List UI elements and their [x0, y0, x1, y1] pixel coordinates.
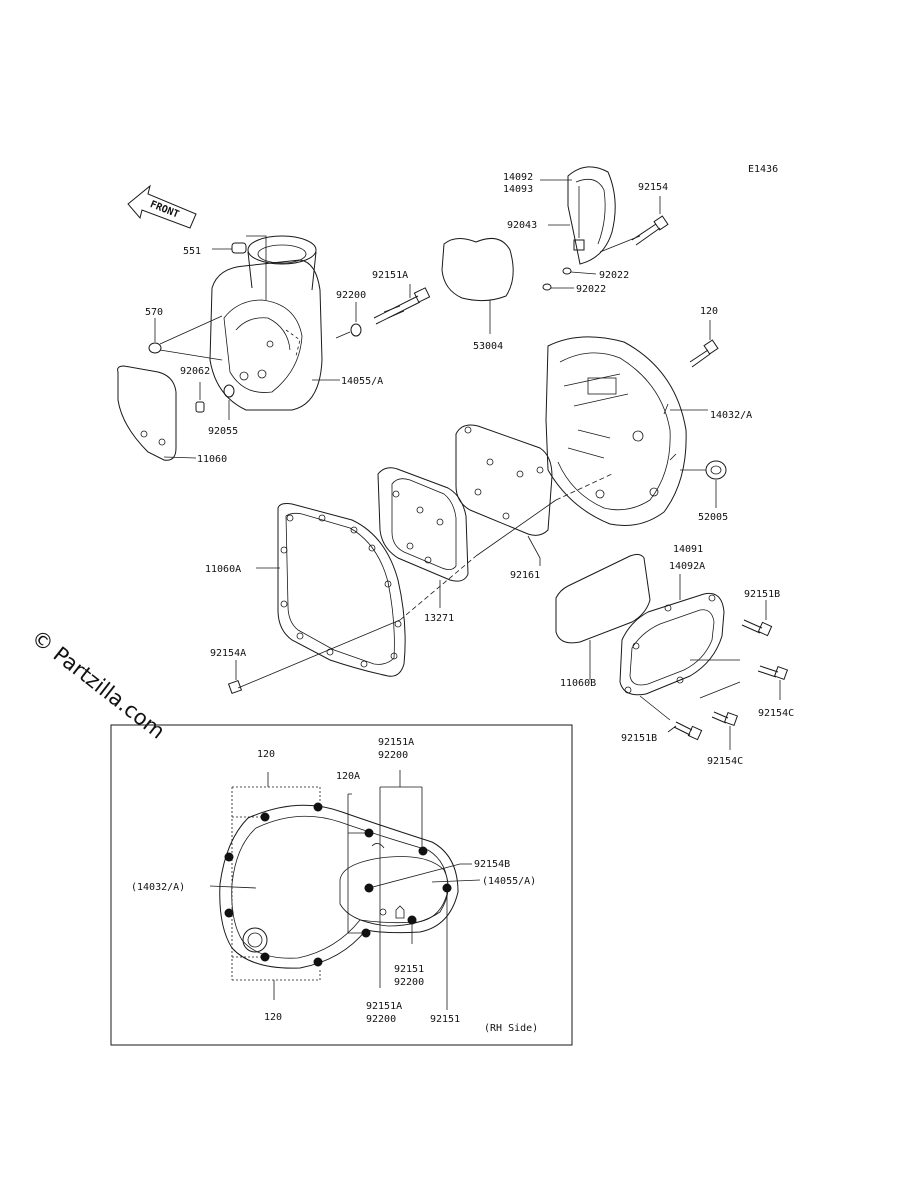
gasket-11060b — [555, 553, 651, 680]
label-13271: 13271 — [424, 613, 454, 624]
oil-seal-52005 — [680, 460, 727, 508]
inset-label-14032a: (14032/A) — [131, 882, 185, 893]
label-14055a: 14055/A — [341, 376, 383, 387]
inset-title: (RH Side) — [484, 1023, 538, 1034]
cover-14092-14093 — [540, 166, 616, 265]
plate-92161 — [455, 424, 553, 566]
label-120: 120 — [700, 306, 718, 317]
label-14092: 14092 — [503, 172, 533, 183]
inset-label-92151a-bot: 92151A — [366, 1001, 402, 1012]
label-92151b-upper: 92151B — [744, 589, 780, 600]
label-11060b: 11060B — [560, 678, 596, 689]
inset-label-92151-mid: 92151 — [394, 964, 424, 975]
bolt-92154c-lower — [711, 711, 739, 750]
inset-label-92200-top: 92200 — [378, 750, 408, 761]
rh-side-inset: 120 92151A 92200 120A (14032/A) 92154B (… — [110, 724, 573, 1046]
label-14032a: 14032/A — [710, 410, 752, 421]
bolt-92154c-right — [757, 665, 789, 700]
label-14091: 14091 — [673, 544, 703, 555]
inset-label-92154b: 92154B — [474, 859, 510, 870]
label-92200: 92200 — [336, 290, 366, 301]
label-14092a: 14092A — [669, 561, 705, 572]
bolt-92154 — [631, 196, 669, 246]
washer-92200 — [335, 302, 362, 339]
bolt-92154a — [227, 660, 243, 695]
gasket-11060 — [117, 365, 197, 461]
inset-label-92200-bot: 92200 — [366, 1014, 396, 1025]
label-92161: 92161 — [510, 570, 540, 581]
inset-label-120-bot: 120 — [264, 1012, 282, 1023]
o-ring-92055 — [223, 384, 235, 420]
label-53004: 53004 — [473, 341, 503, 352]
label-92043: 92043 — [507, 220, 537, 231]
inset-label-14055a: (14055/A) — [482, 876, 536, 887]
main-cover-14032a — [545, 336, 708, 526]
cover-14091-14092a — [619, 574, 741, 699]
bolt-92151b-upper — [741, 600, 773, 637]
label-570: 570 — [145, 307, 163, 318]
bolt-120 — [689, 320, 719, 368]
gasket-13271 — [377, 467, 469, 608]
label-92154c-lower: 92154C — [707, 756, 743, 767]
bolt-92151b-lower — [667, 721, 703, 741]
gasket-53004 — [441, 237, 514, 334]
label-11060a: 11060A — [205, 564, 241, 575]
label-92154a: 92154A — [210, 648, 246, 659]
label-551: 551 — [183, 246, 201, 257]
inset-label-120a: 120A — [336, 771, 360, 782]
front-direction-arrow: FRONT — [127, 184, 197, 229]
inset-label-120-top: 120 — [257, 749, 275, 760]
bolt-92151a — [373, 284, 431, 325]
label-92022-a: 92022 — [599, 270, 629, 281]
label-92154c-right: 92154C — [758, 708, 794, 719]
label-92062: 92062 — [180, 366, 210, 377]
label-92151a: 92151A — [372, 270, 408, 281]
label-92022-b: 92022 — [576, 284, 606, 295]
label-92151b-lower: 92151B — [621, 733, 657, 744]
inset-label-92151a-top: 92151A — [378, 737, 414, 748]
front-label: FRONT — [148, 199, 180, 220]
watermark: © Partzilla.com — [27, 625, 169, 744]
inset-label-92200-mid: 92200 — [394, 977, 424, 988]
diagram-code: E1436 — [748, 164, 778, 175]
o-ring-570 — [148, 315, 223, 361]
washers-92022 — [542, 267, 597, 291]
label-14093: 14093 — [503, 184, 533, 195]
label-92055: 92055 — [208, 426, 238, 437]
label-11060: 11060 — [197, 454, 227, 465]
label-52005: 52005 — [698, 512, 728, 523]
inset-label-92151-bot: 92151 — [430, 1014, 460, 1025]
gasket-11060a — [256, 503, 406, 677]
dowel-pin-92062 — [195, 382, 205, 413]
plug-551 — [212, 235, 267, 300]
label-92154: 92154 — [638, 182, 668, 193]
